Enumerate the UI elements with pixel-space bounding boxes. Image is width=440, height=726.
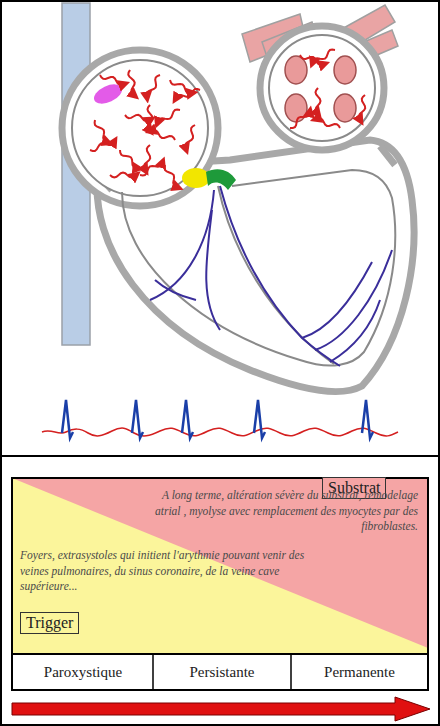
wave-arrow	[158, 110, 181, 123]
wave-arrow	[316, 88, 321, 114]
table-cell: Paroxystique	[13, 655, 153, 689]
ecg-baseline	[42, 428, 398, 436]
right-atrium-wall	[62, 50, 218, 206]
zone-title: Trigger	[26, 614, 73, 632]
wave-arrow	[110, 173, 136, 178]
ventricles	[122, 170, 395, 366]
his-bundle	[206, 169, 236, 190]
wave-arrow	[165, 165, 178, 188]
fibrillation-waves	[90, 50, 365, 188]
zone-label-box: Trigger	[20, 612, 79, 634]
pulmonary-veins	[285, 56, 356, 122]
wave-arrow	[147, 75, 160, 98]
table-cell: Permanente	[291, 655, 428, 689]
wave-arrow	[148, 105, 153, 131]
left-atrium-wall	[260, 26, 384, 150]
cell-divider	[290, 654, 292, 690]
wave-arrow	[128, 70, 134, 96]
table-line	[12, 653, 428, 655]
wave-arrow	[151, 130, 175, 140]
trigger-description: Foyers, extrasystoles qui initient l'ary…	[20, 548, 325, 595]
septum	[218, 186, 334, 364]
wave-arrow	[170, 80, 193, 93]
wave-arrow	[313, 50, 336, 63]
wave-arrow	[90, 141, 114, 151]
wave-arrow	[120, 150, 138, 168]
wave-arrow	[95, 120, 108, 143]
av-node	[182, 168, 210, 188]
wave-arrow	[185, 125, 195, 149]
wave-arrow	[316, 118, 340, 128]
panel-frame	[12, 478, 428, 690]
panel-separator	[0, 455, 440, 457]
substrat-zone	[12, 478, 428, 648]
wave-arrow	[140, 162, 163, 175]
progression-arrow	[12, 697, 430, 721]
qrs-spikes	[62, 400, 373, 438]
table-cell: Persistante	[153, 655, 291, 689]
wave-arrow	[290, 111, 310, 128]
purkinje-fibres	[150, 186, 392, 366]
wave-arrow	[359, 95, 365, 121]
wave-arrow	[100, 75, 124, 85]
substrat-description: A long terme, altération sévère du subst…	[150, 488, 418, 535]
left-atrium	[269, 35, 375, 141]
wave-arrow	[300, 55, 324, 65]
wave-arrow	[125, 115, 151, 121]
cell-divider	[152, 654, 154, 690]
trigger-zone	[12, 478, 428, 654]
